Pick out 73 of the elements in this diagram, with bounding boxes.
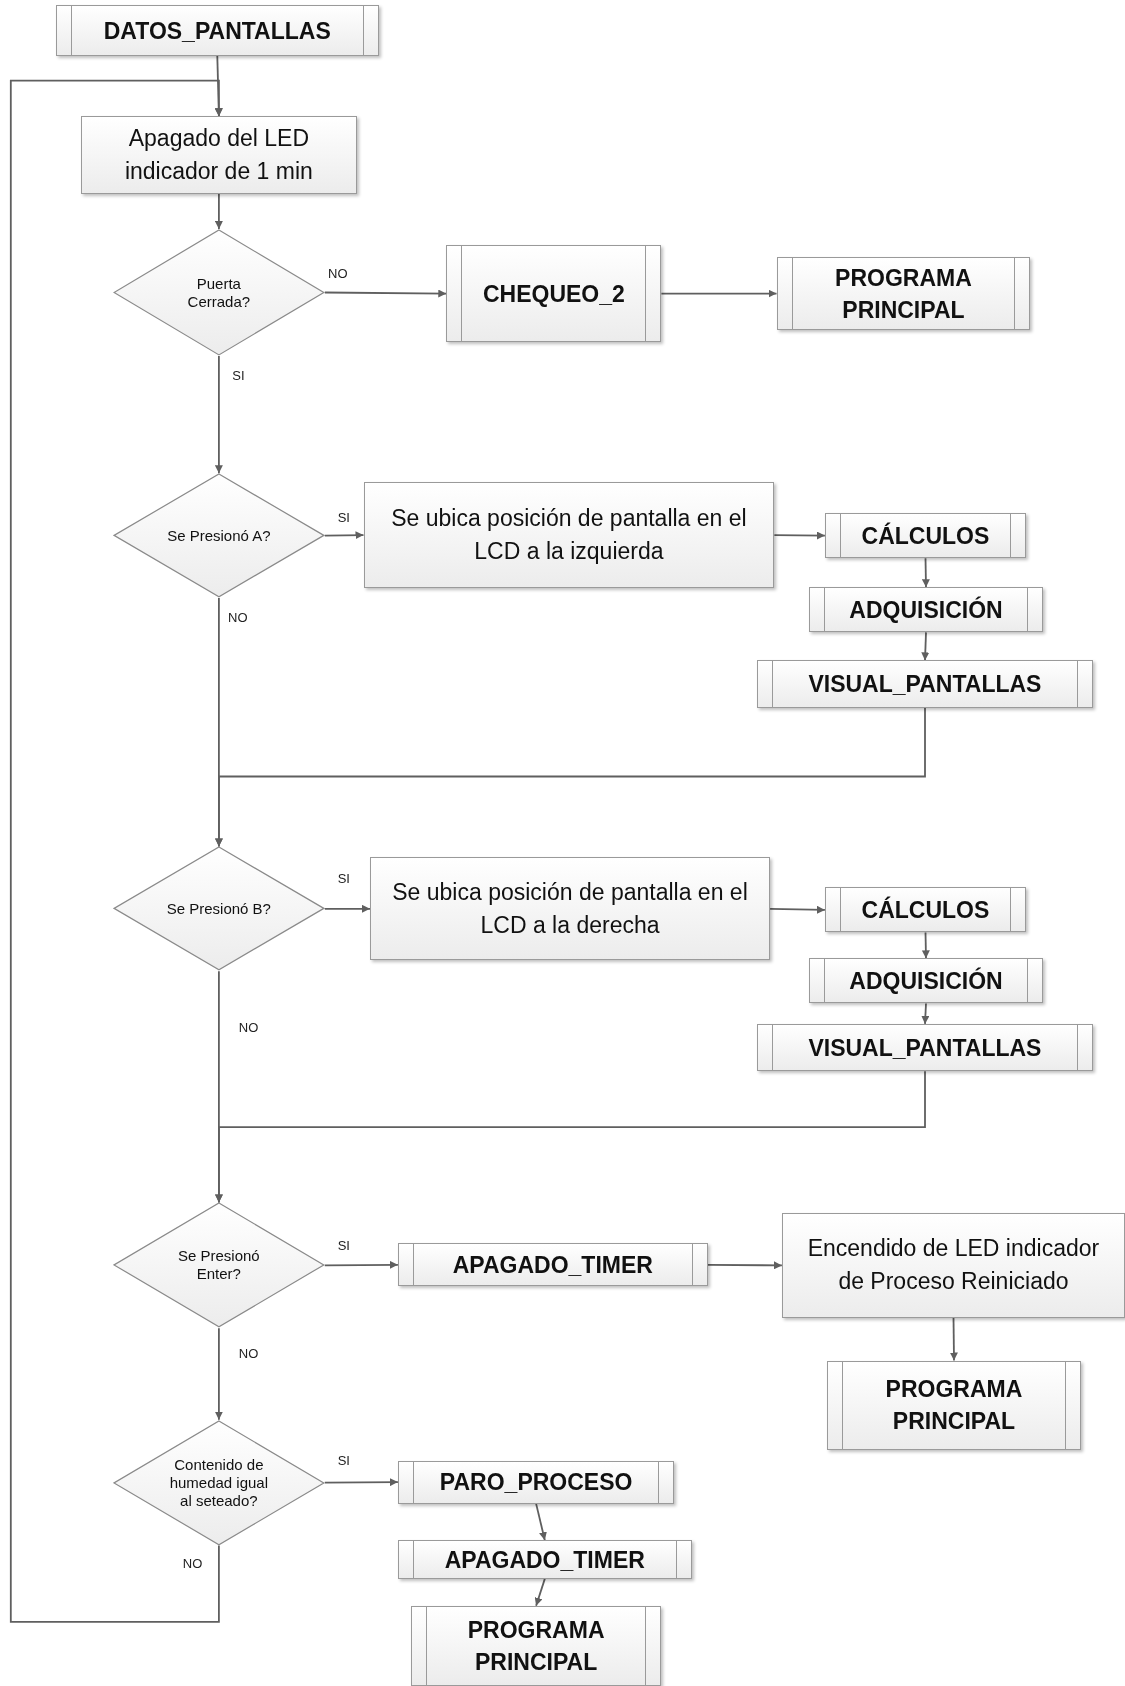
node-label: APAGADO_TIMER (451, 1250, 654, 1280)
process-box (80, 116, 358, 194)
node-label: PROGRAMA PRINCIPAL (466, 1616, 606, 1678)
process-box (369, 857, 771, 961)
node-label: DATOS_PANTALLAS (102, 16, 332, 46)
arrow (921, 931, 930, 960)
arrow (949, 1316, 958, 1362)
node-label: Se Presionó A? (167, 526, 271, 545)
node-label: PARO_PROCESO (438, 1468, 634, 1498)
subroutine-box (446, 245, 662, 342)
node-label: CÁLCULOS (860, 895, 991, 925)
edge-label: NO (182, 1557, 203, 1571)
node-label: VISUAL_PANTALLAS (807, 1033, 1043, 1063)
arrow (921, 631, 930, 662)
node-label: Contenido de humedad igual al seteado? (168, 1455, 270, 1510)
arrow (773, 531, 826, 540)
node-label: PROGRAMA PRINCIPAL (884, 1375, 1024, 1437)
edge-label: SI (337, 1239, 350, 1252)
arrow (323, 904, 371, 913)
edge-label: SI (337, 510, 350, 524)
edge-label: SI (232, 368, 245, 382)
arrow (706, 1261, 783, 1270)
arrow (323, 1260, 399, 1269)
node-label: Apagado del LED indicador de 1 min (123, 123, 314, 186)
subroutine-box (410, 1605, 662, 1686)
arrow (660, 289, 778, 298)
edge-label: NO (238, 1020, 259, 1034)
arrow (323, 531, 365, 540)
subroutine-box (808, 587, 1044, 633)
arrow (9, 79, 223, 1623)
node-label: Se ubica posición de pantalla en el LCD a la izquierda (390, 504, 748, 567)
arrow (921, 1002, 930, 1025)
arrow (535, 1502, 547, 1542)
subroutine-box (827, 1360, 1081, 1450)
subroutine-box (808, 958, 1044, 1004)
subroutine-box (397, 1243, 708, 1287)
node-label: Encendido de LED indicador de Proceso Reiniciado (806, 1234, 1101, 1297)
arrow (214, 706, 926, 848)
arrow (214, 355, 223, 475)
process-box (781, 1213, 1125, 1318)
subroutine-box (776, 257, 1031, 331)
arrow (921, 557, 930, 589)
arrow (769, 905, 826, 914)
node-label: PROGRAMA PRINCIPAL (834, 263, 973, 325)
node-label: Puerta Cerrada? (186, 274, 252, 311)
arrow (214, 1327, 223, 1421)
subroutine-box (55, 5, 379, 56)
node-label: ADQUISICIÓN (848, 966, 1004, 996)
node-label: CÁLCULOS (860, 521, 991, 551)
subroutine-box (397, 1460, 675, 1504)
node-label: Se ubica posición de pantalla en el LCD a la derecha (391, 877, 749, 940)
node-label: CHEQUEO_2 (481, 279, 626, 309)
subroutine-box (824, 887, 1027, 933)
edge-label: NO (228, 610, 248, 624)
arrow (214, 192, 223, 230)
edge-label: NO (238, 1346, 259, 1360)
node-label: Se Presionó B? (166, 899, 271, 918)
arrow (534, 1578, 546, 1607)
subroutine-box (757, 1023, 1093, 1072)
subroutine-box (757, 660, 1093, 708)
node-label: VISUAL_PANTALLAS (807, 670, 1043, 699)
node-label: APAGADO_TIMER (443, 1545, 646, 1575)
arrow (214, 1070, 926, 1204)
process-box (363, 481, 775, 589)
edge-label: SI (337, 1454, 350, 1468)
arrow (323, 289, 448, 298)
node-label: ADQUISICIÓN (848, 595, 1004, 625)
edge-label: SI (337, 872, 350, 886)
subroutine-box (824, 513, 1027, 559)
edge-label: NO (328, 266, 348, 280)
node-label: Se Presionó Enter? (177, 1247, 261, 1284)
subroutine-box (397, 1540, 692, 1579)
arrow (323, 1478, 399, 1487)
